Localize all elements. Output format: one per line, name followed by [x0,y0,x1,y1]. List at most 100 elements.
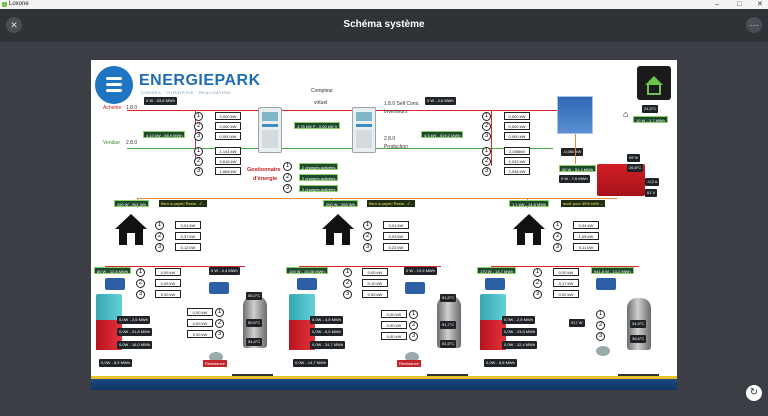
app-header: ✕ Schéma système ⋯ [0,9,768,42]
phase-number: 2 [343,279,352,288]
phase-number: 3 [409,332,418,341]
heatpump-controller [485,278,505,290]
line-vendue [127,148,553,149]
production-label: Production [384,144,408,150]
heatpump-controller [297,278,317,290]
phase-number: 3 [533,290,542,299]
house-icon [322,214,354,245]
close-icon[interactable]: ✕ [6,17,22,33]
minimize-icon[interactable]: – [715,1,719,8]
more-icon[interactable]: ⋯ [746,17,762,33]
hp-bottom: 0,0W - 8,9 MWh [99,359,132,367]
resistance-button[interactable]: Résistance [397,360,421,367]
page-title: Schéma système [343,19,425,30]
tank-temp: 51,7°C [440,321,457,329]
meter-value: 3,76 kW P - 0,00 kW V [294,122,341,129]
phase-number: 1 [596,310,605,319]
resistance-button[interactable]: Résistance [203,360,227,367]
gestionnaire-item: 2 charges activées [299,163,339,170]
phase-number: 2 [482,122,491,131]
phase-number: 1 [136,268,145,277]
phase-number: 2 [596,321,605,330]
phase-value: 0,000 kW [215,132,241,140]
phase-value: 0,10 kW [362,279,388,287]
battery-soc: 99 % [627,154,641,162]
phase-value: 0,17 kW [553,279,579,287]
tank-controller [209,282,229,294]
hp-reading: 0,0W - 23,8 MWh [502,328,538,336]
phase-value: 0,00 kW [155,290,181,298]
phase-value: 1,141 kW [215,147,241,155]
line-achete [127,110,553,111]
hp-value: 80 W - 12,6 MWh [94,267,132,274]
tank-temp: 51,5°C [440,340,457,348]
hp-reading: 0,0W - 24,7 MWh [310,341,346,349]
hp-reading: 0,0W - 2,6 MWh [117,316,150,324]
logo-mark [95,66,133,104]
logo-name: ENERGIEPARK [139,72,261,89]
tank-value: 0 W - 4,4 MWh [209,267,240,275]
phase-value: 0,000 kW [504,112,530,120]
phase-value: 0,00 kW [553,290,579,298]
tank-temp: 54,4°C [246,338,263,346]
phase-number: 1 [482,112,491,121]
battery-power: 60 W - 51,4 MWh [559,165,597,172]
house-icon [115,214,147,245]
phase-value: 0,37 kW [175,232,201,240]
phase-number: 2 [533,279,542,288]
phase-number: 2 [194,122,203,131]
phase-number: 1 [533,268,542,277]
tank-phase: 0,00 kW [187,330,213,338]
house-banner: Bien à payer! Reste: -7... [367,200,416,207]
vendue-value: 4,13 kW - 88,9 MWh [143,131,186,138]
window-titlebar: Loxone – □ ✕ [0,0,768,9]
tank-phase: 0,00 kW [381,332,407,340]
phase-value: 0,04 kW [573,221,599,229]
phase-value: 0,03 kW [383,232,409,240]
phase-number: 3 [482,167,491,176]
phase-number: 1 [283,162,292,171]
house-feed: 260 W - 260 Wh [323,200,358,207]
line [553,110,557,111]
phase-number: 1 [215,308,224,317]
phase-number: 3 [343,290,352,299]
hp-reading: 0,0W - 4,5 MWh [310,316,343,324]
achete-value: 0 W - 53,6 MWh [144,97,177,105]
tank-phase: 0,00 kW [187,308,213,316]
temp-inside: 24,5°C [642,105,659,113]
phase-value: 0,22 kW [383,243,409,251]
close-window-icon[interactable]: ✕ [757,1,763,8]
home-weather-icon[interactable] [637,66,671,100]
hp-bottom: 0,0W - 14,7 MWh [293,359,329,367]
house-feed: 1,1 kW - 14,8 MWh [509,200,550,207]
battery-voltage: 61 V [645,189,658,197]
tank-phase: 0,00 kW [187,319,213,327]
fan-icon [405,352,419,362]
hp-value: 100 W - 15,06 MWh [286,267,328,274]
window-title: Loxone [9,1,29,7]
tank-temp: 50,5°C [246,319,263,327]
phase-number: 3 [215,330,224,339]
phase-number: 1 [363,221,372,230]
tank-controller [405,282,425,294]
phase-value: 0,00 kW [553,268,579,276]
phase-value: 0,000 kW [504,122,530,130]
phase-number: 3 [363,243,372,252]
tank-temp: 36,6°C [630,335,647,343]
maximize-icon[interactable]: □ [737,1,742,8]
gestionnaire-item: 2 charges activées [299,174,339,181]
phase-number: 3 [482,132,491,141]
phase-value: 0,05 kW [155,279,181,287]
hp-reading: 0,0W - 12,4 MWh [502,341,538,349]
phase-value: 0,00 kW [362,290,388,298]
hp-reading: 0,0W - 2,5 MWh [502,316,535,324]
selfcons-value: 0 W - 2,6 MWh [425,97,456,105]
refresh-icon[interactable]: ↻ [746,385,762,401]
phase-number: 2 [553,232,562,241]
phase-number: 1 [194,147,203,156]
phase-value: 1,05 kW [573,232,599,240]
phase-value: 0,000 kW [215,122,241,130]
energy-meter [258,107,282,153]
phase-number: 1 [155,221,164,230]
app-icon [2,2,7,7]
